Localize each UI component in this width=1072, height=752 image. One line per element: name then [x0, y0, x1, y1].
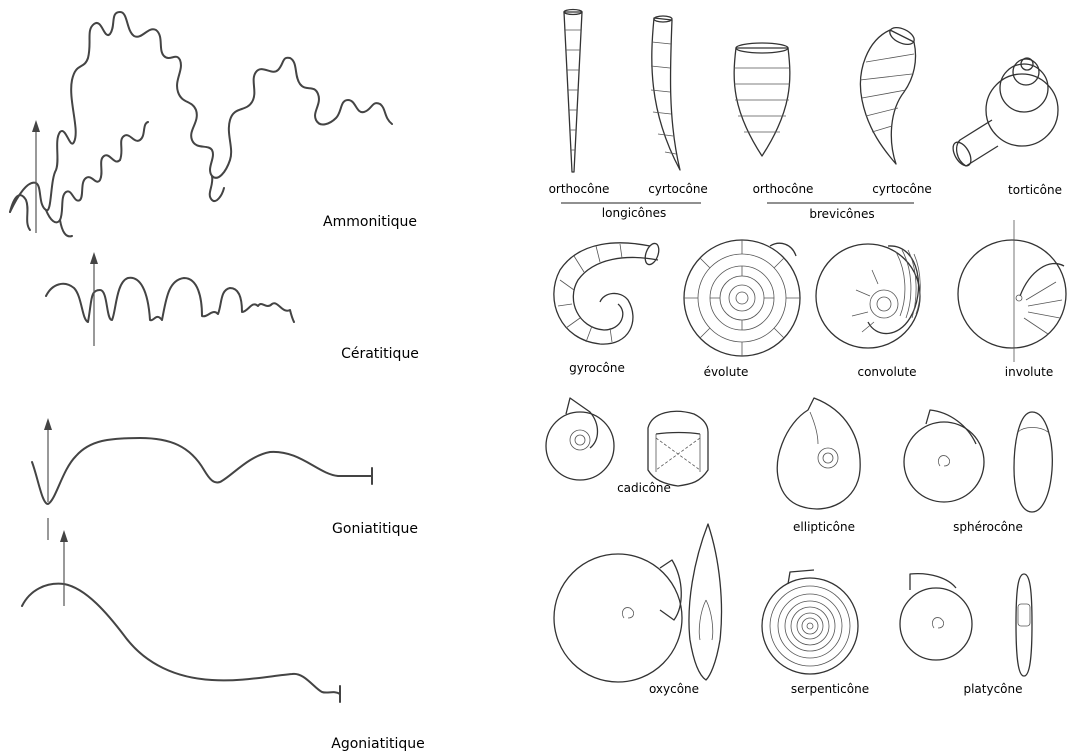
- oxycone-shell: [554, 524, 722, 682]
- label-involute: involute: [1005, 365, 1053, 379]
- cyrtocone-brevi-shell: [860, 24, 917, 164]
- orthocone-long-shell: [564, 10, 582, 173]
- label-longicones: longicônes: [602, 206, 666, 220]
- serpenticone-shell: [762, 570, 858, 674]
- label-ceratitique: Cératitique: [341, 346, 419, 362]
- orthocone-brevi-shell: [734, 43, 790, 156]
- label-oxycone: oxycône: [649, 682, 699, 696]
- label-platycone: platycône: [963, 682, 1022, 696]
- label-cyrtocone-brevi: cyrtocône: [872, 182, 932, 196]
- label-cadicone: cadicône: [617, 481, 671, 495]
- goniatitic-suture: [32, 418, 372, 540]
- cadicone-shell: [546, 398, 708, 486]
- label-agoniatitique: Agoniatitique: [331, 736, 425, 752]
- torticone-shell: [949, 58, 1058, 169]
- ellipticone-shell: [777, 398, 860, 509]
- label-cyrtocone-long: cyrtocône: [648, 182, 708, 196]
- gyrocone-shell: [554, 242, 662, 344]
- label-spherocone: sphérocône: [953, 520, 1023, 534]
- cyrtocone-long-shell: [651, 16, 680, 170]
- ceratitic-suture: [46, 252, 294, 346]
- label-orthocone-long: orthocône: [549, 182, 610, 196]
- label-serpenticone: serpenticône: [791, 682, 869, 696]
- evolute-shell: [684, 240, 800, 356]
- label-convolute: convolute: [857, 365, 916, 379]
- ammonitic-suture: [10, 12, 392, 236]
- label-ellipticone: ellipticône: [793, 520, 855, 534]
- spherocone-shell: [904, 410, 1052, 512]
- platycone-shell: [900, 574, 1032, 676]
- label-gyrocone: gyrocône: [569, 361, 625, 375]
- label-ammonitique: Ammonitique: [323, 214, 417, 230]
- label-orthocone-brevi: orthocône: [753, 182, 814, 196]
- label-brevicones: brevicônes: [809, 207, 874, 221]
- label-evolute: évolute: [704, 365, 749, 379]
- label-goniatitique: Goniatitique: [332, 521, 418, 537]
- involute-shell: [958, 220, 1066, 362]
- agoniatitic-suture: [22, 530, 340, 702]
- convolute-shell: [816, 244, 920, 348]
- label-torticone: torticône: [1008, 183, 1062, 197]
